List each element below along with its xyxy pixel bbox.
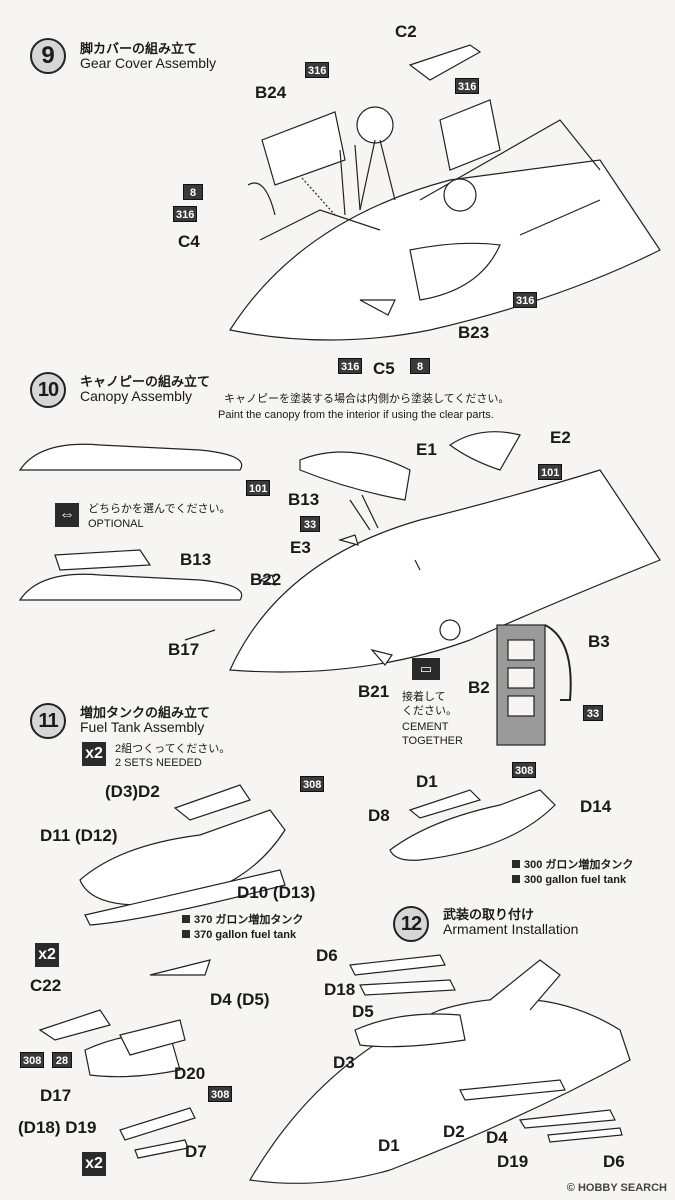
- part-label-d20: D20: [174, 1064, 206, 1083]
- fuel-tank-illustration: [79, 784, 556, 926]
- part-label-d5: D5: [352, 1002, 374, 1021]
- step-10-number: 10: [30, 372, 66, 408]
- part-label-d3-d2: (D3)D2: [105, 782, 160, 801]
- paint-code-316: 316: [513, 292, 538, 308]
- paint-code-33: 33: [300, 516, 320, 532]
- part-label-d6: D6: [316, 946, 338, 965]
- cement-note-en: CEMENT TOGETHER: [402, 720, 463, 748]
- optional-arrows-icon: ⇔: [55, 503, 79, 527]
- step-12-title-jp: 武装の取り付け: [443, 907, 535, 922]
- step-11-title-jp: 増加タンクの組み立て: [80, 705, 211, 720]
- part-label-b17: B17: [168, 640, 200, 659]
- paint-code-28: 28: [52, 1052, 72, 1068]
- quantity-x2-badge: x2: [35, 943, 59, 967]
- tank-370-jp: 370 ガロン増加タンク: [194, 914, 304, 926]
- step-12-number: 12: [393, 906, 429, 942]
- quantity-x2-badge: x2: [82, 742, 106, 766]
- paint-code-308: 308: [300, 776, 325, 792]
- part-label-c2: C2: [395, 22, 417, 41]
- part-label-b13-alt: B13: [180, 550, 212, 569]
- optional-note-en: OPTIONAL: [88, 518, 144, 530]
- part-label-d11-d12: D11 (D12): [40, 826, 118, 845]
- part-label-d1: D1: [416, 772, 438, 791]
- paint-code-316: 316: [173, 206, 198, 222]
- armament-illustration: [38, 954, 631, 1184]
- canopy-paint-note-en: Paint the canopy from the interior if us…: [218, 409, 494, 421]
- cement-note-en-line2: TOGETHER: [402, 735, 463, 747]
- paint-code-308: 308: [20, 1052, 45, 1068]
- step-12-title-en: Armament Installation: [443, 921, 579, 937]
- step-11-title-en: Fuel Tank Assembly: [80, 719, 205, 735]
- part-label-e3: E3: [290, 538, 311, 557]
- part-label-d19: D19: [497, 1152, 529, 1171]
- paint-code-101: 101: [246, 480, 271, 496]
- sets-needed-en: 2 SETS NEEDED: [115, 757, 202, 769]
- paint-code-33: 33: [583, 705, 603, 721]
- cement-note-jp-line2: ください。: [402, 705, 457, 717]
- canopy-paint-note-jp: キャノピーを塗装する場合は内側から塗装してください。: [224, 393, 510, 405]
- part-label-e1: E1: [416, 440, 437, 459]
- step-9-number: 9: [30, 38, 66, 74]
- paint-code-308: 308: [208, 1086, 233, 1102]
- sets-needed-jp: 2組つくってください。: [115, 743, 231, 755]
- part-label-b23: B23: [458, 323, 490, 342]
- part-label-d14: D14: [580, 797, 612, 816]
- part-label-d4: D4: [486, 1128, 508, 1147]
- paint-code-8: 8: [183, 184, 203, 200]
- part-label-b2: B2: [468, 678, 490, 697]
- cement-tube-icon: ▭: [412, 658, 440, 680]
- part-label-d8: D8: [368, 806, 390, 825]
- part-label-e2: E2: [550, 428, 571, 447]
- part-label-d17: D17: [40, 1086, 72, 1105]
- cement-note-en-line1: CEMENT: [402, 721, 449, 733]
- part-label-d7: D7: [185, 1142, 207, 1161]
- tank-300-caption: 300 ガロン増加タンク 300 gallon fuel tank: [512, 858, 633, 888]
- cement-note-jp-line1: 接着して: [402, 691, 446, 703]
- paint-code-316: 316: [305, 62, 330, 78]
- part-label-b24: B24: [255, 83, 287, 102]
- part-label-d10-d13: D10 (D13): [237, 883, 316, 902]
- step-9-title-jp: 脚カバーの組み立て: [80, 41, 198, 56]
- part-label-c5: C5: [373, 359, 395, 378]
- paint-code-101: 101: [538, 464, 563, 480]
- gear-cover-illustration: [229, 44, 661, 341]
- tank-300-en: 300 gallon fuel tank: [524, 874, 627, 886]
- part-label-d18-d19: (D18) D19: [18, 1118, 97, 1137]
- part-label-d1: D1: [378, 1136, 400, 1155]
- step-11-number: 11: [30, 703, 66, 739]
- paint-code-316: 316: [338, 358, 363, 374]
- watermark: © HOBBY SEARCH: [566, 1182, 667, 1194]
- part-label-d18: D18: [324, 980, 356, 999]
- part-label-d6-right: D6: [603, 1152, 625, 1171]
- step-10-title-en: Canopy Assembly: [80, 388, 193, 404]
- part-label-b3: B3: [588, 632, 610, 651]
- tank-370-en: 370 gallon fuel tank: [194, 929, 297, 941]
- part-label-d2: D2: [443, 1122, 465, 1141]
- part-label-b22: B22: [250, 570, 282, 589]
- part-label-d3: D3: [333, 1053, 355, 1072]
- step-10-title-jp: キャノピーの組み立て: [80, 374, 211, 389]
- step-9-title-en: Gear Cover Assembly: [80, 55, 217, 71]
- quantity-x2-badge: x2: [82, 1152, 106, 1176]
- part-label-d4-d5: D4 (D5): [210, 990, 270, 1009]
- part-label-b21: B21: [358, 682, 390, 701]
- tank-370-caption: 370 ガロン増加タンク 370 gallon fuel tank: [182, 913, 303, 943]
- optional-note-jp: どちらかを選んでください。: [88, 503, 231, 515]
- part-label-c4: C4: [178, 232, 200, 251]
- part-label-b13: B13: [288, 490, 320, 509]
- part-label-c22: C22: [30, 976, 62, 995]
- paint-code-308: 308: [512, 762, 537, 778]
- cement-note-jp: 接着して ください。: [402, 690, 457, 718]
- paint-code-316: 316: [455, 78, 480, 94]
- paint-code-8: 8: [410, 358, 430, 374]
- canopy-illustration: [18, 431, 661, 746]
- tank-300-jp: 300 ガロン増加タンク: [524, 859, 634, 871]
